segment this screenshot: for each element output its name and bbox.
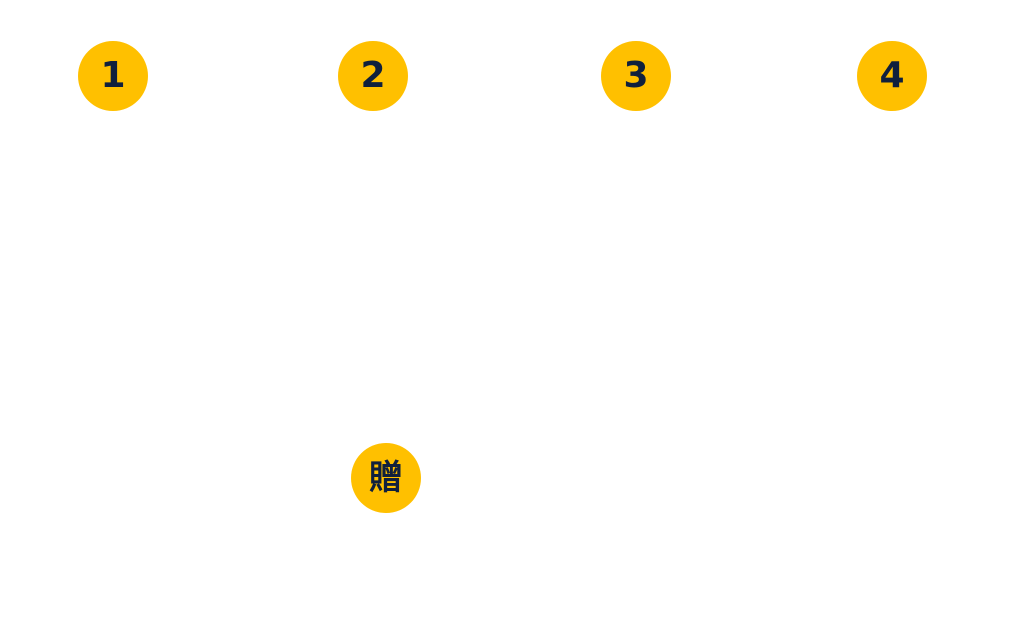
step-badge-3: 3 — [601, 41, 671, 111]
gift-badge: 贈 — [351, 443, 421, 513]
step-badge-1: 1 — [78, 41, 148, 111]
step-badge-4: 4 — [857, 41, 927, 111]
step-badge-2: 2 — [338, 41, 408, 111]
